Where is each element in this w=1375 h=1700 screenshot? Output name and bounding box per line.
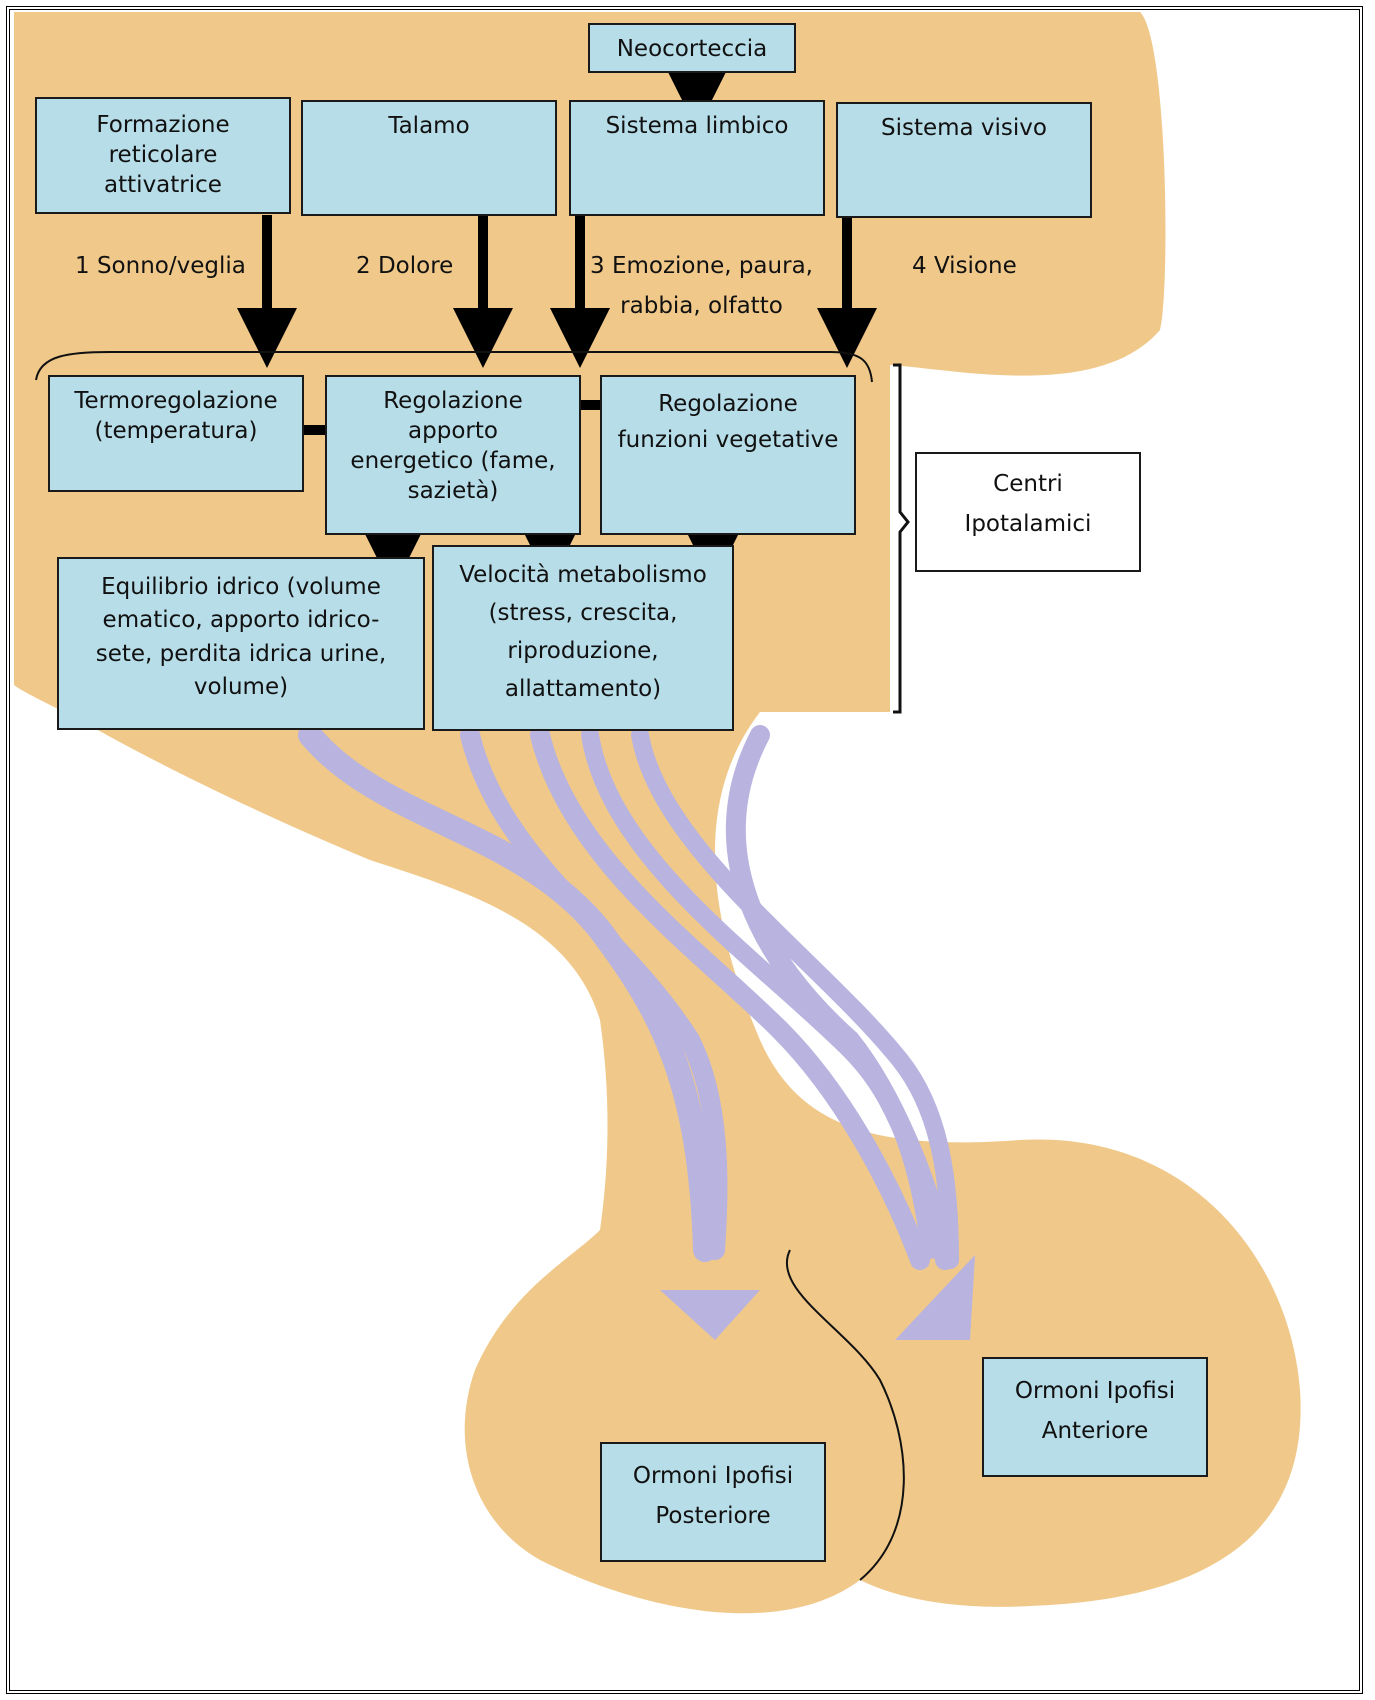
box-talamo: Talamo (301, 100, 557, 216)
label-sistema-limbico: Sistema limbico (606, 113, 789, 139)
box-neocorteccia: Neocorteccia (588, 23, 796, 73)
label-termoregolazione: Termoregolazione (temperatura) (74, 388, 277, 444)
label-ipofisi-anteriore: Ormoni Ipofisi Anteriore (1015, 1378, 1175, 1444)
label-talamo: Talamo (388, 113, 469, 139)
box-funzioni-vegetative: Regolazione funzioni vegetative (600, 375, 856, 535)
label-pathway-1: 1 Sonno/veglia (75, 246, 246, 286)
label-velocita-metabolismo: Velocità metabolismo (stress, crescita, … (459, 562, 707, 702)
label-pathway-3: 3 Emozione, paura, rabbia, olfatto (590, 246, 813, 327)
label-apporto-energetico: Regolazione apporto energetico (fame, sa… (350, 388, 555, 504)
label-pathway-2: 2 Dolore (356, 246, 453, 286)
box-ipofisi-anteriore: Ormoni Ipofisi Anteriore (982, 1357, 1208, 1477)
box-termoregolazione: Termoregolazione (temperatura) (48, 375, 304, 492)
box-apporto-energetico: Regolazione apporto energetico (fame, sa… (325, 375, 581, 535)
box-sistema-limbico: Sistema limbico (569, 100, 825, 216)
box-ipofisi-posteriore: Ormoni Ipofisi Posteriore (600, 1442, 826, 1562)
box-formazione-reticolare: Formazione reticolare attivatrice (35, 97, 291, 214)
label-equilibrio-idrico: Equilibrio idrico (volume ematico, appor… (96, 574, 387, 700)
label-neocorteccia: Neocorteccia (617, 36, 768, 62)
label-formazione-reticolare: Formazione reticolare attivatrice (96, 112, 229, 198)
box-velocita-metabolismo: Velocità metabolismo (stress, crescita, … (432, 545, 734, 731)
label-pathway-4: 4 Visione (912, 246, 1017, 286)
box-equilibrio-idrico: Equilibrio idrico (volume ematico, appor… (57, 557, 425, 730)
box-sistema-visivo: Sistema visivo (836, 102, 1092, 218)
label-funzioni-vegetative: Regolazione funzioni vegetative (618, 391, 839, 453)
label-sistema-visivo: Sistema visivo (881, 115, 1047, 141)
label-ipofisi-posteriore: Ormoni Ipofisi Posteriore (633, 1463, 793, 1529)
label-centri-ipotalamici: Centri Ipotalamici (965, 471, 1092, 537)
box-centri-ipotalamici: Centri Ipotalamici (915, 452, 1141, 572)
